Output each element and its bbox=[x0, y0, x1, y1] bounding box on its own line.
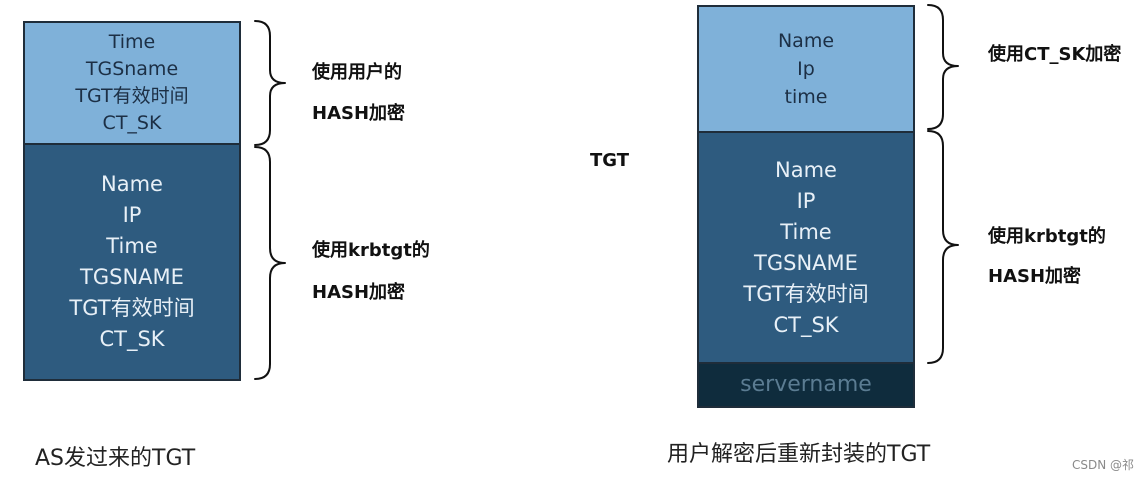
left-top-brace bbox=[254, 20, 286, 146]
right-caption: 用户解密后重新封装的TGT bbox=[667, 442, 931, 467]
right-middle-label-line-2: HASH加密 bbox=[988, 266, 1082, 287]
right-middle-line-1: Name bbox=[775, 157, 837, 182]
left-bottom-brace bbox=[254, 146, 286, 380]
right-top-line-2: Ip bbox=[797, 58, 815, 80]
left-top-block: Time TGSname TGT有效时间 CT_SK bbox=[23, 21, 241, 145]
right-tgt-label: TGT bbox=[590, 150, 630, 171]
right-top-brace bbox=[927, 4, 959, 130]
left-bottom-line-4: TGSNAME bbox=[80, 265, 184, 289]
left-bottom-line-6: CT_SK bbox=[99, 327, 165, 351]
right-middle-label-line-1: 使用krbtgt的 bbox=[988, 226, 1106, 247]
left-top-line-1: Time bbox=[108, 31, 156, 53]
left-bottom-line-3: Time bbox=[106, 234, 158, 258]
left-top-line-2: TGSname bbox=[85, 58, 179, 80]
right-middle-line-2: IP bbox=[796, 188, 816, 213]
right-top-line-1: Name bbox=[777, 30, 835, 52]
left-bottom-line-5: TGT有效时间 bbox=[69, 296, 195, 320]
right-middle-line-3: Time bbox=[780, 219, 832, 244]
left-bottom-block: Name IP Time TGSNAME TGT有效时间 CT_SK bbox=[23, 143, 241, 381]
right-top-label: 使用CT_SK加密 bbox=[988, 44, 1122, 65]
right-top-line-3: time bbox=[784, 86, 828, 108]
left-top-line-4: CT_SK bbox=[102, 112, 162, 134]
left-bottom-line-1: Name bbox=[101, 172, 163, 196]
left-bottom-label-line-2: HASH加密 bbox=[312, 282, 406, 303]
left-caption: AS发过来的TGT bbox=[35, 446, 196, 471]
right-middle-block: Name IP Time TGSNAME TGT有效时间 CT_SK bbox=[697, 131, 915, 364]
left-top-line-3: TGT有效时间 bbox=[75, 85, 189, 107]
right-middle-line-4: TGSNAME bbox=[754, 250, 858, 275]
left-bottom-label-line-1: 使用krbtgt的 bbox=[312, 240, 430, 261]
right-bottom-line-1: servername bbox=[740, 372, 872, 397]
right-middle-line-5: TGT有效时间 bbox=[743, 281, 869, 306]
right-top-block: Name Ip time bbox=[697, 5, 915, 133]
left-top-label-line-2: HASH加密 bbox=[312, 103, 406, 124]
left-bottom-line-2: IP bbox=[122, 203, 142, 227]
right-bottom-block: servername bbox=[697, 362, 915, 408]
right-middle-brace bbox=[927, 130, 959, 364]
watermark: CSDN @祁 bbox=[1072, 458, 1135, 472]
right-middle-line-6: CT_SK bbox=[773, 312, 839, 337]
left-top-label-line-1: 使用用户的 bbox=[312, 62, 402, 83]
